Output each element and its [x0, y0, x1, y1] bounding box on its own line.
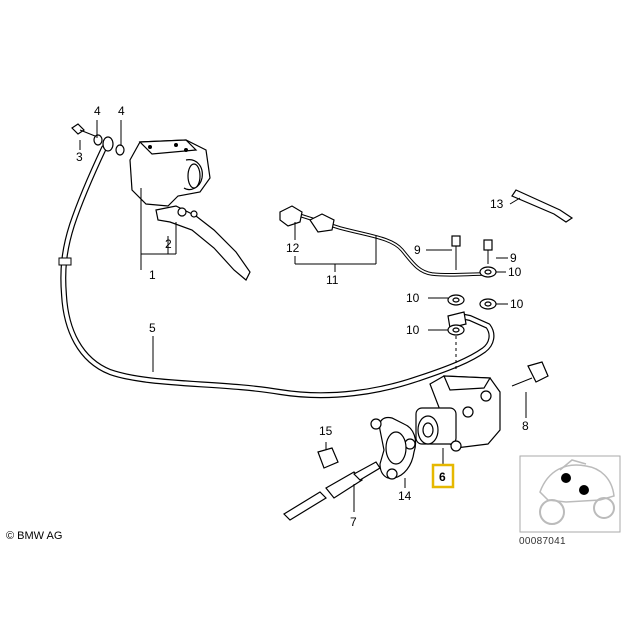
- highlight-box: [431, 463, 455, 489]
- motorcycle-thumbnail: [519, 455, 621, 533]
- callout-8: 8: [522, 419, 529, 433]
- clutch-hose: [58, 145, 495, 399]
- clutch-slave-cylinder: [415, 375, 501, 452]
- callout-10b: 10: [406, 291, 420, 305]
- gasket: [370, 416, 417, 480]
- leader-lines: [79, 120, 527, 512]
- callout-5: 5: [149, 321, 156, 335]
- callout-14: 14: [398, 489, 412, 503]
- cable-tie: [511, 189, 574, 223]
- callout-10d: 10: [406, 323, 420, 337]
- callout-9b: 9: [510, 251, 517, 265]
- clutch-line-assembly: [279, 205, 486, 277]
- callout-1: 1: [149, 268, 156, 282]
- callout-6: 6: [439, 470, 446, 484]
- bush: [317, 447, 339, 469]
- copyright-notice: © BMW AG: [6, 530, 63, 542]
- callout-15: 15: [319, 424, 333, 438]
- location-dot-2: [579, 485, 589, 495]
- callout-12: 12: [286, 241, 300, 255]
- callout-10a: 10: [508, 265, 522, 279]
- location-dot-1: [561, 473, 571, 483]
- callout-4a: 4: [94, 104, 101, 118]
- callout-10c: 10: [510, 297, 524, 311]
- callout-3: 3: [76, 150, 83, 164]
- callout-7: 7: [350, 515, 357, 529]
- callout-4b: 4: [118, 104, 125, 118]
- callout-9a: 9: [414, 243, 421, 257]
- callout-2: 2: [165, 237, 172, 251]
- callouts: 4 4 3 2 1 5 12 11 9 9 10 10 10 10 13 8 1…: [76, 104, 529, 529]
- mounting-bolt: [511, 361, 549, 387]
- clutch-master-cylinder: [129, 139, 251, 281]
- callout-13: 13: [490, 197, 504, 211]
- callout-11: 11: [326, 273, 339, 287]
- diagram-reference-number: 00087041: [519, 536, 566, 547]
- bolts-and-washers: [447, 235, 497, 372]
- pushrod: [283, 461, 381, 521]
